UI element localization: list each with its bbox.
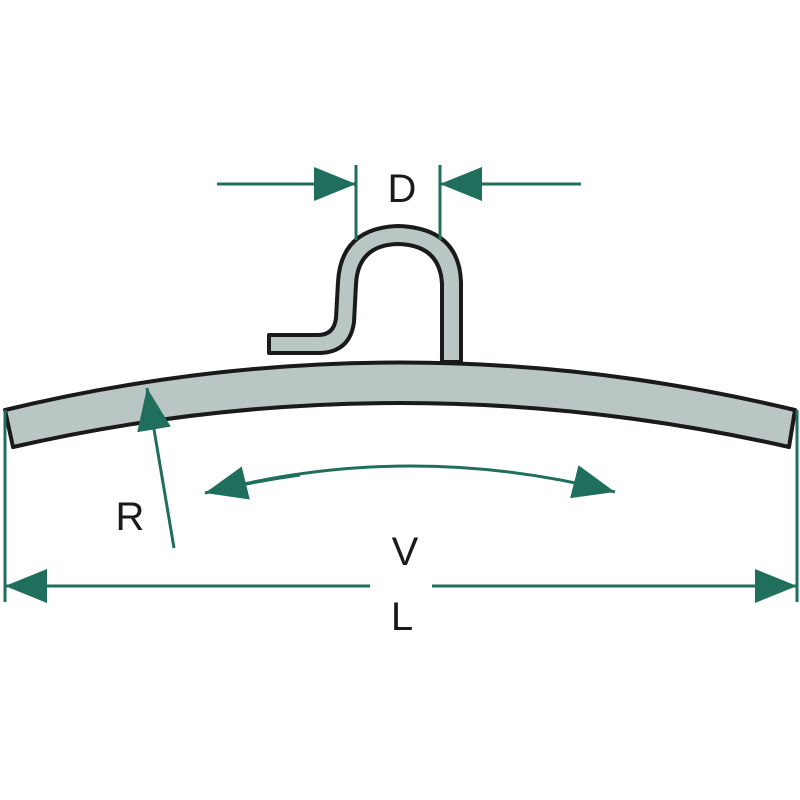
hook (267, 224, 463, 364)
label-v: V (392, 530, 419, 574)
r-arrow (137, 387, 176, 549)
label-l: L (391, 595, 413, 639)
label-d: D (388, 167, 417, 211)
dimension-l (3, 410, 799, 603)
curved-band (3, 360, 797, 449)
dimension-d (217, 165, 581, 240)
label-r: R (116, 495, 145, 539)
v-arc-arrow-start (204, 466, 301, 500)
